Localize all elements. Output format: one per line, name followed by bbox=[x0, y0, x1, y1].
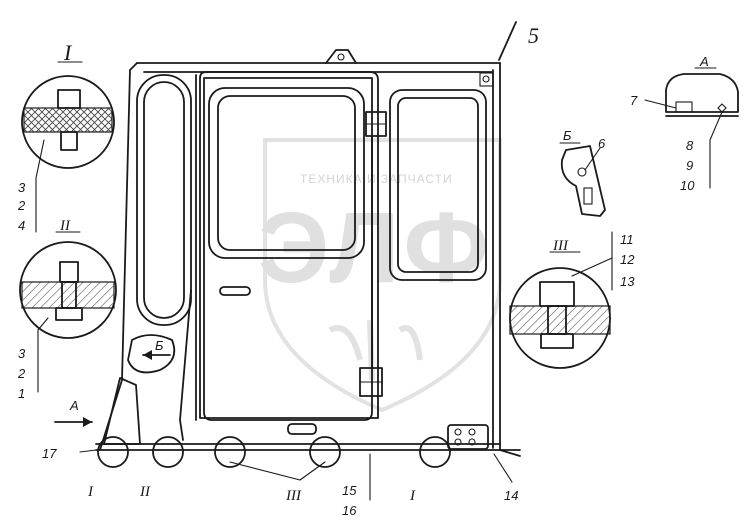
marker-III: III bbox=[285, 488, 302, 504]
callout-17: 17 bbox=[42, 446, 57, 461]
section-II-view: II bbox=[19, 218, 117, 339]
watermark-brand-text: ТЕХНИКА И ЗАПЧАСТИ bbox=[300, 172, 453, 186]
callout-2a: 2 bbox=[17, 198, 26, 213]
section-III-view: III bbox=[509, 238, 613, 369]
door-panel bbox=[199, 71, 387, 435]
callout-10: 10 bbox=[680, 178, 695, 193]
callout-16: 16 bbox=[342, 503, 357, 518]
callout-7: 7 bbox=[630, 93, 638, 108]
right-fixed-window bbox=[389, 89, 487, 281]
arrow-a-indicator: А bbox=[54, 398, 93, 427]
section-III-title: III bbox=[552, 238, 569, 254]
callout-15: 15 bbox=[342, 483, 357, 498]
callout-3b: 3 bbox=[18, 346, 26, 361]
callout-3a: 3 bbox=[18, 180, 26, 195]
view-A-title: А bbox=[699, 54, 709, 69]
callout-5: 5 bbox=[528, 23, 539, 48]
marker-I-left: I bbox=[87, 484, 94, 500]
callout-2b: 2 bbox=[17, 366, 26, 381]
callout-1: 1 bbox=[18, 386, 25, 401]
arrow-a-label: А bbox=[69, 398, 79, 413]
callout-13: 13 bbox=[620, 274, 635, 289]
section-II-title: II bbox=[59, 218, 71, 234]
callout-4: 4 bbox=[18, 218, 25, 233]
section-markers: I II III I bbox=[87, 484, 416, 504]
watermark-logo-text: ЭЛФ bbox=[258, 192, 493, 304]
view-A-detail: А bbox=[644, 54, 739, 141]
view-B-title: Б bbox=[563, 128, 572, 143]
callout-14: 14 bbox=[504, 488, 518, 503]
detail-I-view: I bbox=[21, 40, 115, 179]
detail-I-title: I bbox=[63, 40, 73, 65]
marker-II: II bbox=[139, 484, 151, 500]
left-side-window bbox=[136, 74, 197, 441]
marker-I-right: I bbox=[409, 488, 416, 504]
leader-lines bbox=[35, 139, 711, 501]
callout-labels: 3 2 4 3 2 1 5 6 7 8 9 10 11 12 13 14 15 … bbox=[17, 23, 695, 518]
watermark-logo: ТЕХНИКА И ЗАПЧАСТИ ЭЛФ bbox=[258, 138, 502, 413]
callout-12: 12 bbox=[620, 252, 635, 267]
arrow-b-label: Б bbox=[155, 338, 164, 353]
callout-11: 11 bbox=[620, 232, 634, 247]
arrow-b-indicator: Б bbox=[142, 338, 171, 360]
view-B-detail: Б bbox=[559, 128, 606, 217]
bottom-sill bbox=[95, 334, 521, 468]
callout-8: 8 bbox=[686, 138, 694, 153]
callout-6: 6 bbox=[598, 136, 606, 151]
callout-9: 9 bbox=[686, 158, 693, 173]
